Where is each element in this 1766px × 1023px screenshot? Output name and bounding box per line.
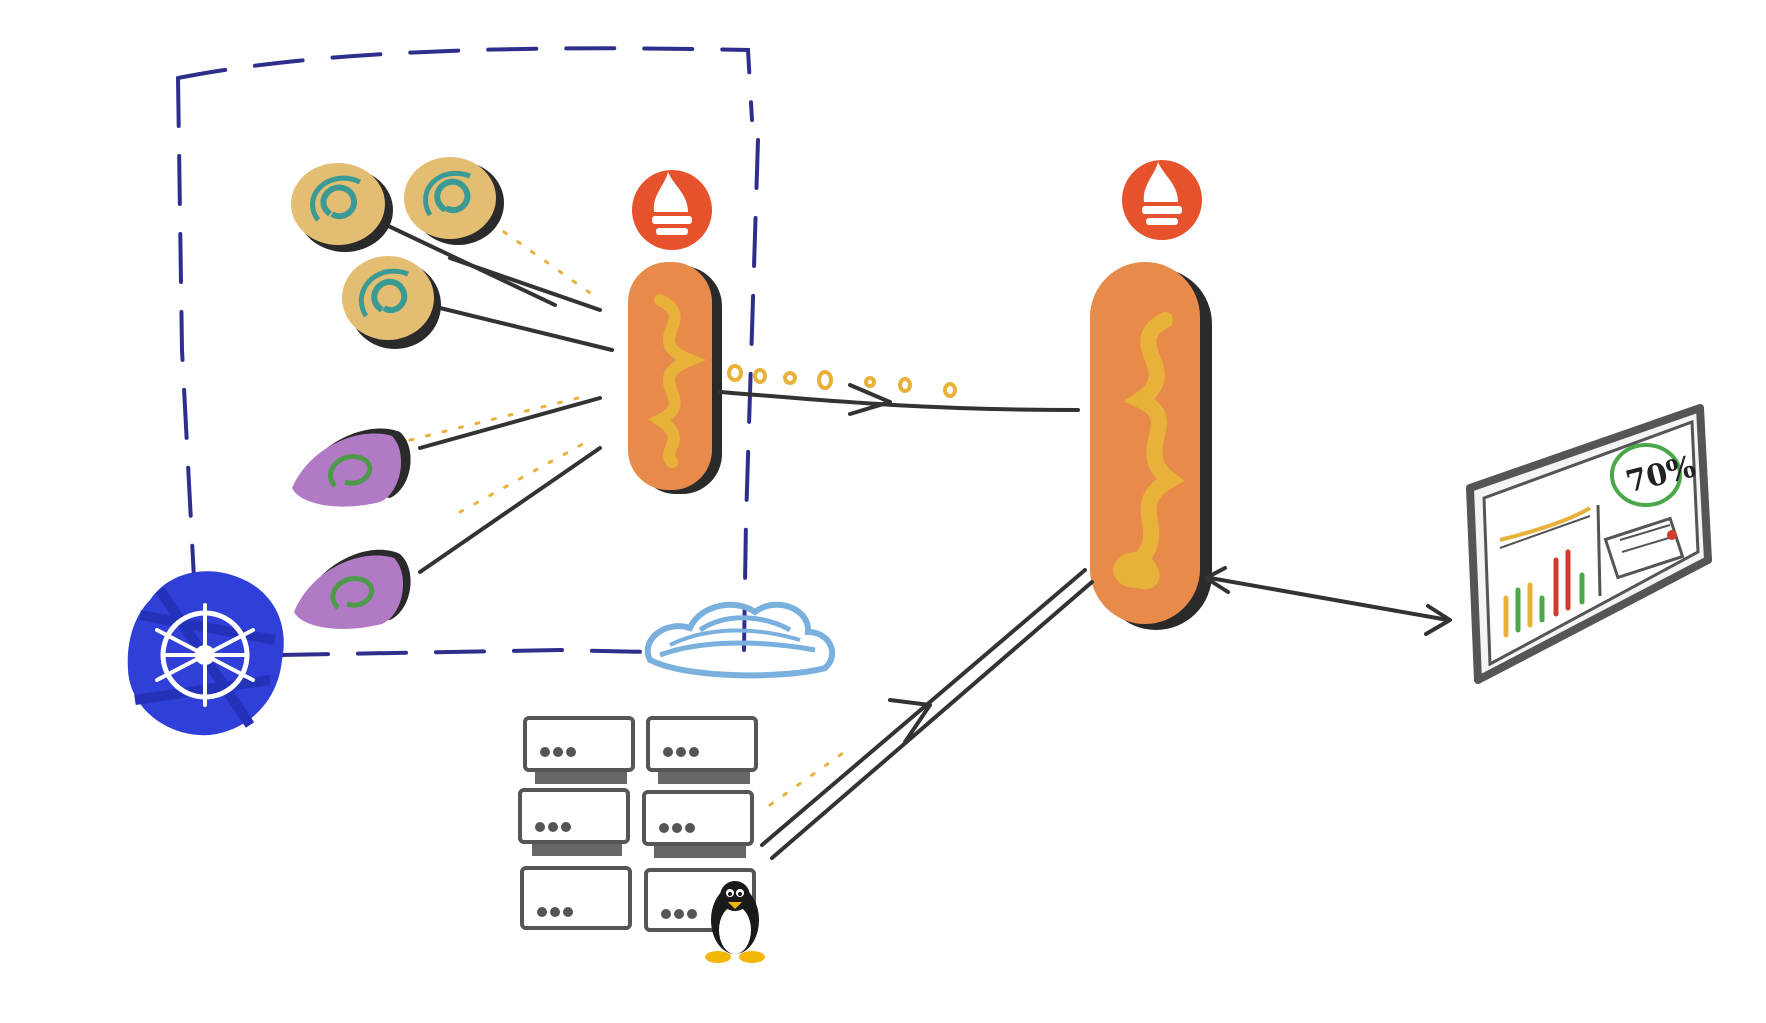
prometheus-global: [1090, 160, 1212, 630]
prometheus-logo-icon: [632, 170, 712, 250]
pod-purple-1: [292, 428, 411, 507]
prometheus-server-body: [628, 262, 722, 494]
node-metrics-arrow: [760, 568, 1094, 860]
pod-yellow-1: [291, 163, 393, 252]
prometheus-server-body: [1090, 262, 1212, 630]
pod-yellow-2: [404, 157, 504, 245]
pod-yellow-3: [342, 256, 441, 349]
prometheus-logo-icon: [1122, 160, 1202, 240]
dashboard-query-arrow: [1204, 566, 1452, 636]
dashboard-monitor-icon: 70%: [1466, 404, 1712, 684]
federation-arrow: [718, 364, 1080, 416]
cloud-icon: [644, 601, 836, 679]
linux-tux-icon: [705, 881, 765, 963]
pod-purple-2: [294, 549, 411, 629]
prometheus-local: [628, 170, 722, 494]
scrape-lines: [378, 220, 614, 574]
kubernetes-logo-icon: [127, 571, 284, 736]
server-stack-left: [518, 716, 635, 930]
